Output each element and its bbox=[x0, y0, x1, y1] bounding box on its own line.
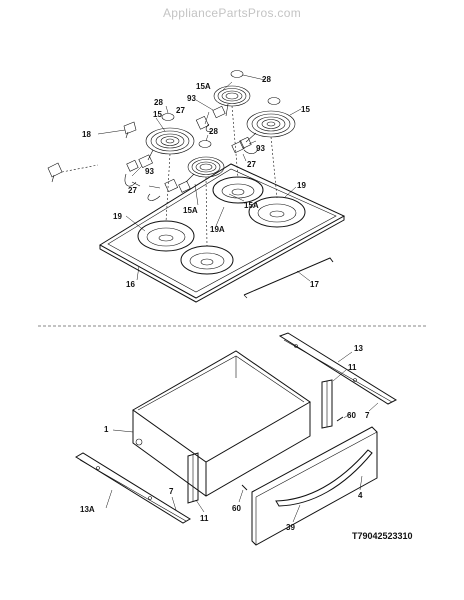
callout-13A: 13A bbox=[80, 505, 95, 514]
drip-bowl-front bbox=[180, 245, 234, 275]
callout-15A: 15A bbox=[183, 206, 198, 215]
drawer-brackets bbox=[187, 379, 333, 504]
callout-28: 28 bbox=[262, 75, 271, 84]
watermark: AppliancePartsPros.com bbox=[163, 6, 301, 20]
assembly-guides bbox=[61, 105, 278, 247]
callout-19: 19 bbox=[113, 212, 122, 221]
callout-7: 7 bbox=[169, 487, 174, 496]
drip-bowl-back bbox=[212, 176, 264, 204]
drawer-front-panel bbox=[251, 426, 378, 546]
callout-1: 1 bbox=[104, 425, 109, 434]
drawer-slide-right bbox=[278, 332, 398, 405]
callout-11: 11 bbox=[200, 514, 209, 523]
callout-93: 93 bbox=[145, 167, 154, 176]
callout-17: 17 bbox=[310, 280, 319, 289]
callout-27: 27 bbox=[128, 186, 137, 195]
surface-element-right-large bbox=[245, 110, 296, 143]
callout-13: 13 bbox=[354, 344, 363, 353]
trim-rings bbox=[161, 70, 281, 148]
callouts-cooktop: 28 15A 28 93 27 15 15 28 18 93 27 93 27 … bbox=[82, 75, 319, 289]
callout-60: 60 bbox=[232, 504, 241, 513]
surface-element-front-small bbox=[185, 156, 225, 183]
element-brackets bbox=[47, 121, 137, 183]
callout-15A: 15A bbox=[244, 201, 259, 210]
screws bbox=[241, 416, 344, 491]
leader-lines-cooktop bbox=[97, 74, 311, 282]
callout-7: 7 bbox=[365, 411, 370, 420]
surface-element-back-small bbox=[213, 85, 251, 117]
receptacles bbox=[126, 105, 252, 193]
drawer-handle bbox=[275, 449, 373, 507]
callout-39: 39 bbox=[286, 523, 295, 532]
drawer-slide-left bbox=[75, 452, 191, 524]
drip-bowl-left bbox=[137, 220, 195, 252]
trim-strip bbox=[243, 257, 334, 299]
callout-19A: 19A bbox=[210, 225, 225, 234]
callout-19: 19 bbox=[297, 181, 306, 190]
wire-leads bbox=[124, 123, 259, 201]
callout-93: 93 bbox=[256, 144, 265, 153]
surface-element-left-large bbox=[145, 127, 195, 161]
callout-28: 28 bbox=[154, 98, 163, 107]
leader-lines-drawer bbox=[105, 351, 379, 523]
callout-11: 11 bbox=[348, 363, 357, 372]
storage-drawer-body bbox=[132, 350, 311, 497]
callouts-drawer: 13 11 60 7 1 4 7 13A 60 11 39 bbox=[80, 344, 370, 532]
callout-93: 93 bbox=[187, 94, 196, 103]
callout-28: 28 bbox=[209, 127, 218, 136]
callout-15: 15 bbox=[153, 110, 162, 119]
callout-15A: 15A bbox=[196, 82, 211, 91]
callout-15: 15 bbox=[301, 105, 310, 114]
callout-60: 60 bbox=[347, 411, 356, 420]
cooktop-top-panel bbox=[99, 163, 346, 303]
callout-18: 18 bbox=[82, 130, 91, 139]
diagram-code: T79042523310 bbox=[352, 531, 413, 541]
callout-27: 27 bbox=[247, 160, 256, 169]
callout-27: 27 bbox=[176, 106, 185, 115]
callout-16: 16 bbox=[126, 280, 135, 289]
callout-4: 4 bbox=[358, 491, 363, 500]
